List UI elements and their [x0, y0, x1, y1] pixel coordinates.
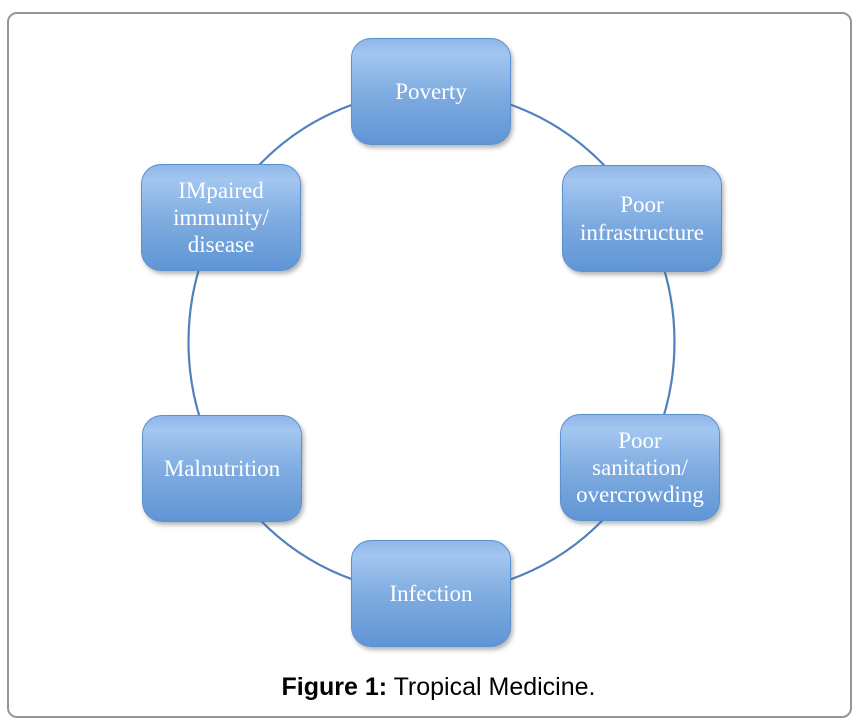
node-malnutrition: Malnutrition	[142, 415, 302, 522]
figure-caption-text: Tropical Medicine.	[393, 673, 596, 701]
node-impaired-immunity-disease: IMpaired immunity/ disease	[141, 164, 301, 271]
node-infection-label: Infection	[389, 580, 473, 606]
figure-caption-label: Figure 1:	[281, 673, 388, 701]
node-poor-infrastructure: Poor infrastructure	[562, 165, 722, 272]
node-poverty: Poverty	[351, 38, 511, 145]
figure-caption: Figure 1: Tropical Medicine.	[7, 672, 852, 702]
node-impaired-immunity-disease-label: IMpaired immunity/ disease	[173, 177, 269, 258]
node-malnutrition-label: Malnutrition	[163, 455, 281, 481]
node-poor-infrastructure-label: Poor infrastructure	[580, 192, 704, 245]
node-infection: Infection	[351, 540, 511, 647]
node-poor-sanitation-overcrowding: Poor sanitation/ overcrowding	[560, 414, 720, 521]
node-poor-sanitation-overcrowding-label: Poor sanitation/ overcrowding	[576, 427, 704, 508]
node-poverty-label: Poverty	[395, 78, 467, 104]
